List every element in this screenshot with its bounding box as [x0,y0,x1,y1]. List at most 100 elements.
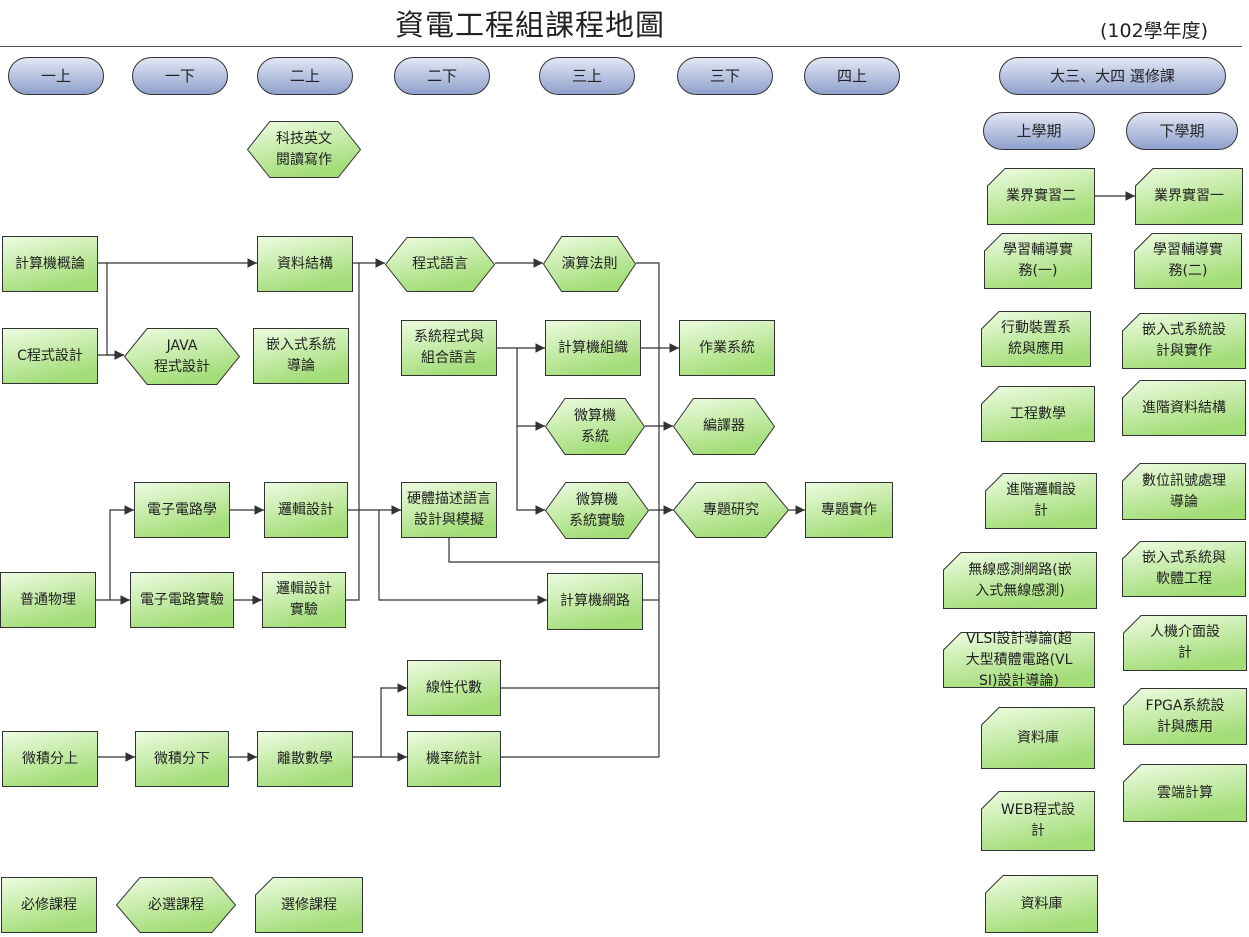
clipped-box-shape [1123,688,1247,745]
node-label: 計算機概論 [15,255,85,272]
node-label: 資料庫 [1017,729,1059,746]
elective-upper: VLSI設計導論(超 大型積體電路(VL SI)設計導論) [943,631,1095,689]
node-label: 邏輯設計 實驗 [276,581,332,618]
node-label: 作業系統 [699,339,755,356]
elective-lower: 嵌入式系統與 軟體工程 [1122,541,1246,597]
course-microcomputer-lab: 微算機 系統實驗 [544,482,650,539]
hexagon-shape [542,236,637,292]
pill-shape [1126,112,1238,150]
node-label: 大三、大四 選修課 [1050,66,1175,85]
node-label: WEB程式設 計 [1000,802,1076,839]
node-label: 微算機 系統實驗 [569,491,625,529]
node-shape [1126,112,1238,150]
box-shape [253,328,349,384]
node-label: 二下 [426,66,457,85]
elective-lower: FPGA系統設 計與應用 [1123,688,1247,745]
course-probability: 機率統計 [407,731,501,787]
lower-term-header: 下學期 [1126,112,1238,150]
clipped-box-shape [981,311,1091,367]
pill-shape [132,57,228,95]
legend-elective: 選修課程 [255,877,363,933]
node-shape [1122,541,1246,597]
node-shape [1122,463,1246,520]
semester-4-1: 四上 [804,57,900,95]
node-shape [1123,615,1247,671]
node-shape [999,57,1226,95]
box-shape [0,572,96,628]
box-shape [2,328,98,384]
node-label: 一上 [40,66,71,85]
node-label: 雲端計算 [1157,784,1213,801]
box-shape [407,660,501,716]
connector-line [448,538,659,563]
course-java-programming: JAVA 程式設計 [123,328,241,385]
clipped-box-shape [981,707,1095,769]
node-shape [985,473,1097,529]
prerequisite-arrow [516,348,545,515]
node-label: C程式設計 [17,347,83,364]
node-label: 微算機 系統 [574,407,616,445]
node-shape [2,236,98,292]
node-shape [547,573,643,630]
pill-shape [804,57,900,95]
node-shape [1122,380,1246,436]
node-label: 線性代數 [426,679,482,696]
node-label: 人機介面設 計 [1150,624,1220,661]
pill-shape [677,57,773,95]
elective-lower: 雲端計算 [1123,764,1247,822]
node-shape [246,121,362,178]
node-shape [135,731,229,787]
node-shape [677,57,773,95]
box-shape [134,482,230,538]
course-algorithms: 演算法則 [542,236,637,292]
node-shape [987,168,1095,225]
clipped-box-shape [255,877,363,933]
box-shape [257,236,353,292]
node-shape [672,482,790,538]
node-shape [1123,688,1247,745]
course-compiler: 編譯器 [672,398,776,455]
node-label: 嵌入式系統 導論 [266,337,336,374]
clipped-box-shape [985,473,1097,529]
electives-header: 大三、大四 選修課 [999,57,1226,95]
upper-term-header: 上學期 [983,112,1095,150]
elective-lower: 學習輔導實 務(二) [1134,233,1242,289]
node-label: 數位訊號處理 導論 [1142,472,1226,510]
box-shape [679,320,775,376]
node-shape [407,731,501,787]
clipped-box-shape [1122,313,1246,369]
node-label: 進階資料結構 [1142,399,1226,416]
node-shape [984,233,1092,289]
node-label: 計算機組織 [558,339,628,356]
node-shape [981,707,1095,769]
course-hdl: 硬體描述語言 設計與模擬 [401,482,497,538]
course-intro-cs: 計算機概論 [2,236,98,292]
node-shape [1,877,97,933]
node-label: 離散數學 [277,750,333,767]
pill-shape [539,57,635,95]
node-shape [1135,168,1243,225]
node-label: 無線感測網路(嵌 入式無線感測) [968,561,1072,599]
title-divider [0,46,1242,47]
elective-lower: 業界實習一 [1135,168,1243,225]
elective-lower: 進階資料結構 [1122,380,1246,436]
prerequisite-arrow [380,683,407,757]
clipped-box-shape [987,168,1095,225]
node-shape [384,237,496,292]
box-shape [257,731,353,787]
node-shape [679,320,775,376]
node-label: 普通物理 [20,591,76,608]
clipped-box-shape [981,791,1095,851]
node-label: 電子電路實驗 [140,591,224,608]
node-label: 微積分下 [154,750,210,767]
prerequisite-arrow [106,263,124,360]
node-shape [544,398,646,455]
semester-3-1: 三上 [539,57,635,95]
node-shape [981,791,1095,851]
course-calculus-2: 微積分下 [135,731,229,787]
node-label: 必修課程 [21,896,77,913]
node-label: 學習輔導實 務(二) [1153,242,1223,279]
node-label: 科技英文 閱讀寫作 [276,130,332,168]
node-shape [943,632,1095,688]
